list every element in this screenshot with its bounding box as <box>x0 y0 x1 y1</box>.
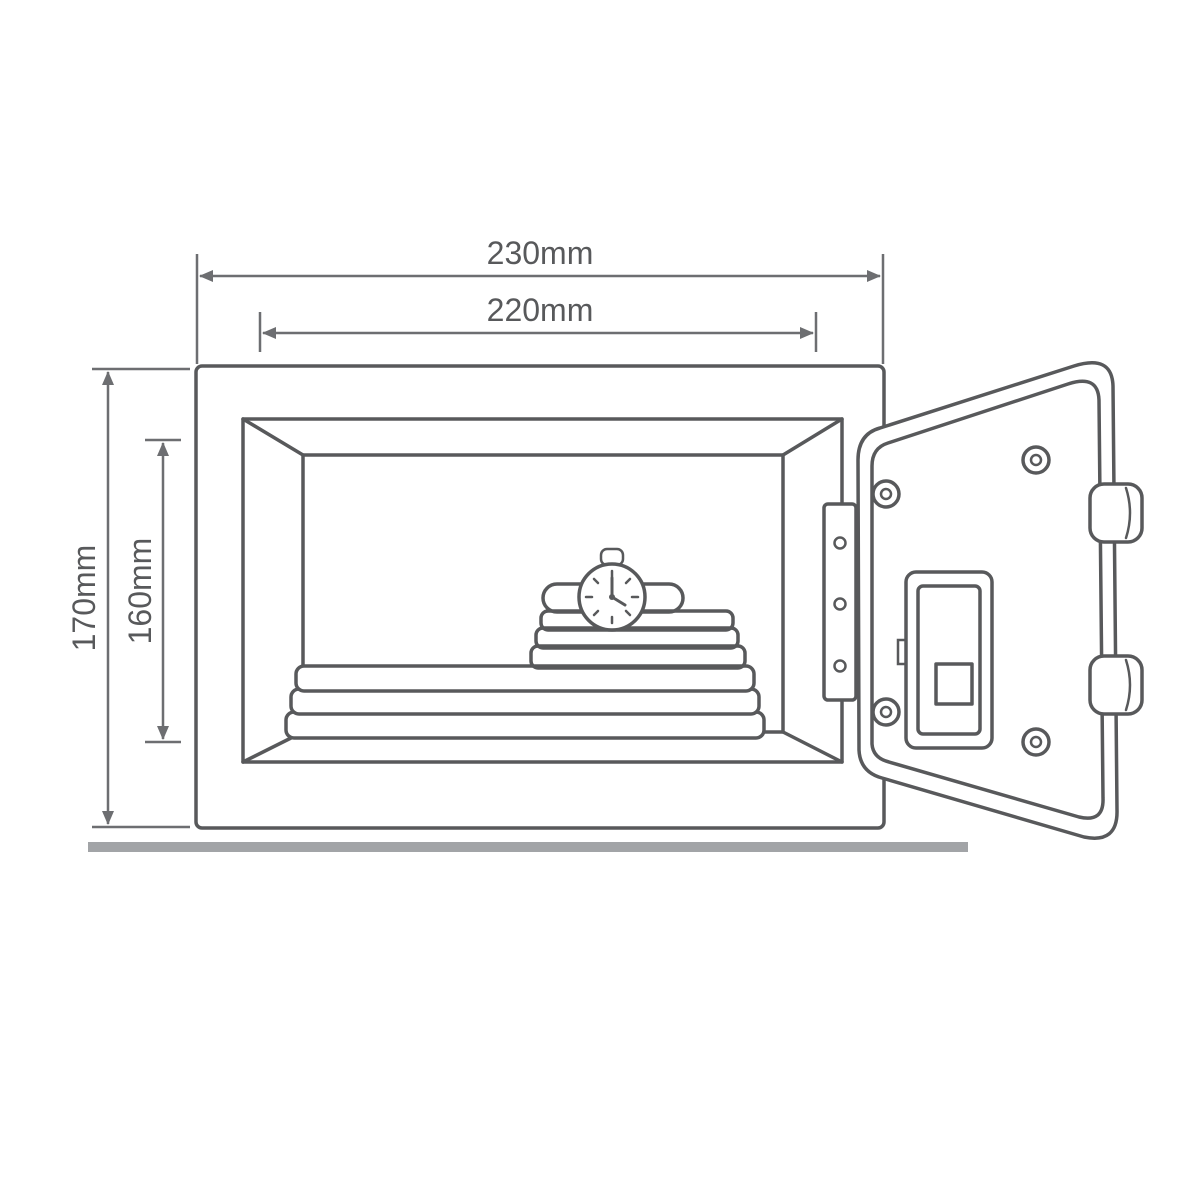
lock-bolts <box>1088 482 1144 716</box>
stack-slab <box>294 664 756 693</box>
hinge-screw <box>833 597 847 611</box>
hinge-screw <box>833 659 847 673</box>
door-screw <box>871 697 901 727</box>
dimension-outer-height: 170mm <box>66 367 190 829</box>
stack-slab <box>284 710 766 740</box>
lock-bolt-bottom-cap <box>1124 658 1132 712</box>
hinge-screw <box>833 536 847 550</box>
lock-bolt-top <box>1088 482 1144 544</box>
inner-width-label: 220mm <box>487 292 594 328</box>
outer-height-label: 170mm <box>66 545 102 652</box>
door-screws <box>871 445 1051 757</box>
door-screw-center <box>879 487 893 501</box>
safe-outer-shell <box>194 364 886 830</box>
door-screw-center <box>1029 735 1043 749</box>
dimension-inner-width: 220mm <box>258 292 818 352</box>
dimension-outer-width: 230mm <box>195 235 885 364</box>
door-screw <box>1021 445 1051 475</box>
door-screw <box>1021 727 1051 757</box>
inner-height-label: 160mm <box>122 538 158 645</box>
watch-ticks <box>584 569 640 625</box>
stack-slab <box>529 644 747 670</box>
door-screw-center <box>1029 453 1043 467</box>
watch-center-dot <box>609 594 615 600</box>
interior-corner-edge <box>241 417 305 457</box>
hinge <box>822 502 858 702</box>
ground-bar <box>88 842 968 852</box>
lock-bolt-bottom <box>1088 654 1144 716</box>
keypad-display <box>934 662 974 706</box>
dimension-inner-height: 160mm <box>122 438 181 744</box>
stack-slab <box>534 626 740 650</box>
ground-line <box>88 842 968 852</box>
white-stack <box>284 664 766 740</box>
outer-width-label: 230mm <box>487 235 594 271</box>
interior-corner-edge <box>781 730 844 764</box>
lock-bolt-top-cap <box>1124 486 1132 540</box>
interior-corner-edge <box>781 417 844 457</box>
keypad <box>896 570 994 750</box>
door-screw <box>871 479 901 509</box>
safe-door <box>856 361 1144 840</box>
door-inner-outline <box>870 379 1105 820</box>
tan-stack <box>529 609 747 670</box>
keypad-inner-frame <box>916 584 982 736</box>
safe-body <box>194 364 886 830</box>
door-screw-center <box>879 705 893 719</box>
watch <box>541 547 685 632</box>
